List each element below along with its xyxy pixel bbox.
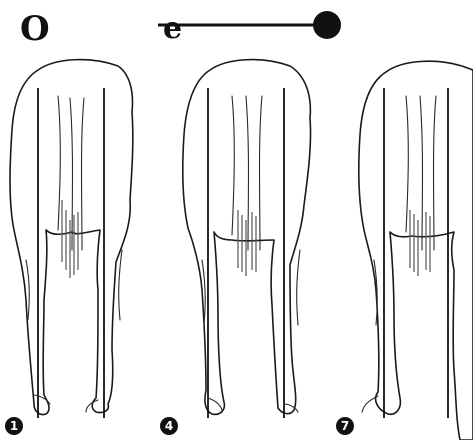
legend: O e [20,9,341,49]
horse-hindquarters-figure-1 [10,60,133,418]
hindquarter-outline [359,61,473,440]
figure-badge-7: 7 [336,417,354,435]
legend-glyph-right: e [163,11,182,46]
legend-glyph-left: O [20,9,50,49]
tail-shading [238,210,256,276]
legend-dot [313,11,341,39]
tail-shading [410,210,430,276]
tail-strands [232,96,262,250]
horse-hindquarters-figure-4 [183,60,311,418]
figure-number-4: 4 [165,419,173,433]
figure-badge-4: 4 [160,417,178,435]
tail-shading [62,200,78,278]
figure-number-1: 1 [10,419,18,433]
figure-badge-1: 1 [5,417,23,435]
figure-number-7: 7 [341,419,349,433]
horse-hindquarters-figure-7 [359,61,473,440]
